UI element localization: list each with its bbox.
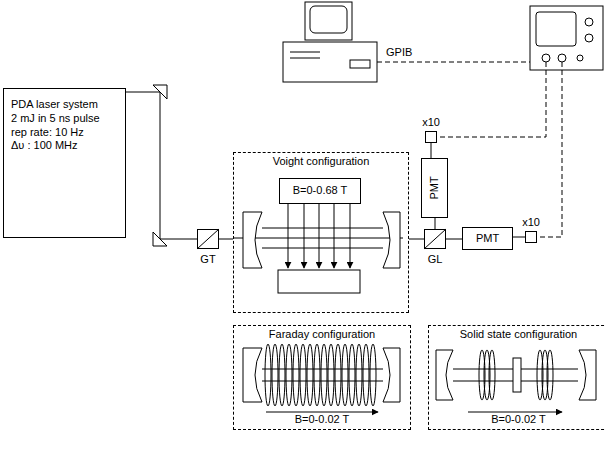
- coil-winding: [349, 344, 355, 406]
- polarizer-split: [197, 229, 219, 249]
- periscope-mirror: [153, 85, 167, 99]
- magnet-box: B=0-0.68 T: [279, 178, 361, 204]
- cavity-mirror: [383, 212, 400, 268]
- coil-winding: [314, 344, 320, 406]
- node-text: rep rate: 10 Hz: [11, 126, 118, 140]
- node-text: B=0-0.02 T: [429, 413, 605, 427]
- field-arrow: [288, 204, 289, 268]
- periscope-mirror: [153, 232, 167, 246]
- laser-beam: [431, 143, 432, 158]
- laser-beam: [409, 239, 424, 240]
- cavity-mirror: [383, 348, 400, 402]
- field-arrow: [334, 204, 335, 268]
- coil-winding: [363, 344, 369, 406]
- cavity-mirror: [243, 348, 262, 402]
- drive-slot: [290, 52, 320, 53]
- laser-beam: [435, 218, 436, 229]
- cavity-mirror: [579, 350, 596, 400]
- node-text: Δυ : 100 MHz: [11, 139, 118, 153]
- node-label: PMT: [428, 176, 442, 199]
- coil-winding: [342, 344, 348, 406]
- laser-beam: [233, 238, 403, 239]
- knob: [585, 34, 593, 42]
- amplifier-box: x10: [425, 131, 437, 143]
- field-arrow: [468, 412, 562, 413]
- coil-winding: [328, 344, 334, 406]
- solid-sample: [513, 358, 521, 392]
- polarizer-cube: GT: [197, 229, 219, 249]
- amplifier-box: x10: [525, 231, 537, 243]
- coil-winding: [293, 344, 299, 406]
- monitor-screen: [310, 6, 347, 33]
- computer-panel: [350, 60, 370, 68]
- computer-case: [283, 42, 377, 82]
- coil-winding: [370, 344, 376, 406]
- gpib-cable: [377, 62, 530, 63]
- oscilloscope-screen: [536, 12, 576, 46]
- field-arrow: [266, 412, 378, 413]
- coil-winding: [335, 344, 341, 406]
- laser-beam: [262, 228, 383, 229]
- oscilloscope: [530, 6, 603, 70]
- laser-box: PDA laser system2 mJ in 5 ns pulserep ra…: [3, 88, 126, 238]
- polarizer-cube: GL: [424, 229, 446, 249]
- node-label: PMT: [476, 232, 499, 246]
- input-connector: [558, 54, 566, 62]
- node-label: Voight configuration: [234, 155, 408, 169]
- field-arrow: [350, 204, 351, 268]
- coil-winding: [307, 344, 313, 406]
- coil-winding: [279, 344, 285, 406]
- node-text: B=0-0.02 T: [234, 413, 410, 427]
- coil-winding: [300, 344, 306, 406]
- signal-cable: [437, 62, 546, 137]
- knob: [585, 18, 593, 26]
- laser-beam: [513, 237, 525, 238]
- cavity-mirror: [243, 212, 262, 268]
- monitor: [305, 2, 352, 40]
- coil-winding: [286, 344, 292, 406]
- polarizer-split: [424, 229, 446, 249]
- coil-winding: [356, 344, 362, 406]
- coil-winding: [489, 350, 495, 400]
- laser-beam: [262, 381, 383, 382]
- field-arrow: [319, 204, 320, 268]
- pmt-box: PMT: [462, 227, 513, 250]
- node-label: x10: [522, 216, 540, 230]
- laser-beam: [446, 239, 462, 240]
- laser-beam: [219, 239, 233, 240]
- magnet-pole: [278, 270, 360, 293]
- laser-beam: [262, 248, 383, 249]
- configuration-box: Faraday configurationB=0-0.02 T: [233, 325, 411, 430]
- node-label: x10: [422, 116, 440, 130]
- coil-winding: [265, 344, 271, 406]
- input-connector: [577, 55, 583, 61]
- node-text: 2 mJ in 5 ns pulse: [11, 112, 118, 126]
- signal-cable: [537, 62, 562, 237]
- laser-beam: [262, 369, 383, 370]
- node-label: Solid state configuration: [429, 328, 605, 342]
- laser-beam: [126, 92, 197, 239]
- coil-winding: [547, 350, 553, 400]
- field-arrow: [304, 204, 305, 268]
- cavity-mirror: [436, 350, 453, 400]
- drive-slot: [290, 58, 320, 59]
- node-label: B=0-0.68 T: [293, 184, 348, 198]
- bus-label: GPIB: [384, 46, 414, 58]
- pmt-box: PMT: [421, 158, 448, 218]
- configuration-box: Solid state configurationB=0-0.02 T: [428, 325, 605, 430]
- input-connector: [542, 54, 550, 62]
- coil-winding: [272, 344, 278, 406]
- node-label: GL: [428, 253, 443, 267]
- node-label: GT: [200, 253, 215, 267]
- node-label: Faraday configuration: [234, 328, 410, 342]
- configuration-box: B=0-0.68 T Voight configuration: [233, 152, 409, 313]
- coil-winding: [321, 344, 327, 406]
- node-label: PDA laser system: [11, 98, 118, 112]
